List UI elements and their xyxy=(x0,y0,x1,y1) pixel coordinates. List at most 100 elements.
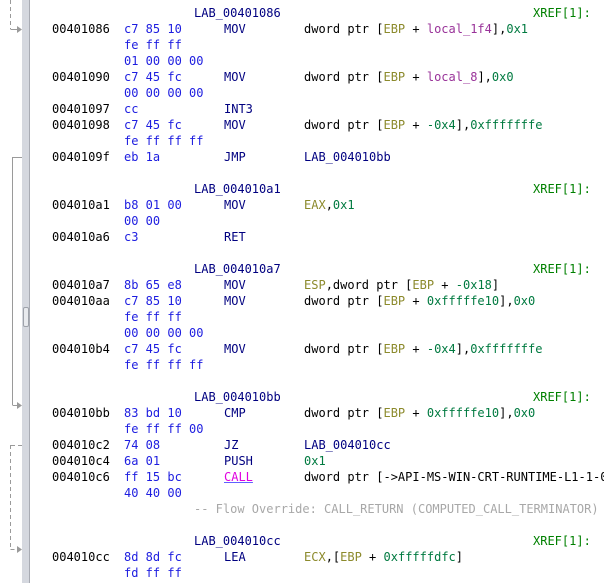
instruction-address[interactable]: 0040109f xyxy=(52,150,110,164)
instruction-mnemonic[interactable]: CMP xyxy=(224,405,246,421)
instruction-address[interactable]: 004010a7 xyxy=(52,278,110,292)
listing-line[interactable] xyxy=(31,165,604,181)
listing-line[interactable]: 00 00 00 00 xyxy=(31,85,604,101)
instruction-address[interactable]: 00401098 xyxy=(52,118,110,132)
operand-text: dword ptr [ xyxy=(304,22,384,36)
listing-line[interactable] xyxy=(31,373,604,389)
mnemonic-text: MOV xyxy=(224,118,246,132)
instruction-mnemonic[interactable]: RET xyxy=(224,229,246,245)
mnemonic-text: RET xyxy=(224,230,246,244)
mnemonic-text: MOV xyxy=(224,342,246,356)
scroll-thumb[interactable] xyxy=(23,307,29,327)
instruction-mnemonic[interactable]: MOV xyxy=(224,69,246,85)
listing-line[interactable]: 00 00 xyxy=(31,213,604,229)
instruction-address[interactable]: 004010c6 xyxy=(52,470,110,484)
xref-link[interactable]: XREF[1]: xyxy=(533,390,591,404)
listing-line[interactable]: 40 40 00 xyxy=(31,485,604,501)
instruction-operands: ESP,dword ptr [EBP + -0x18] xyxy=(304,277,499,293)
code-label[interactable]: LAB_004010cc xyxy=(194,534,281,548)
listing-line[interactable]: -- Flow Override: CALL_RETURN (COMPUTED_… xyxy=(31,501,604,517)
instruction-mnemonic[interactable]: JZ xyxy=(224,437,238,453)
operand-text: ] xyxy=(455,550,463,564)
instruction-address[interactable]: 004010c2 xyxy=(52,438,110,452)
code-label[interactable]: LAB_00401086 xyxy=(194,6,281,20)
label-line[interactable]: LAB_004010cc XREF[1]: xyxy=(31,533,604,549)
instruction-mnemonic[interactable]: PUSH xyxy=(224,453,253,469)
code-label[interactable]: LAB_004010a1 xyxy=(194,182,281,196)
instruction-mnemonic[interactable]: MOV xyxy=(224,197,246,213)
operand-label[interactable]: LAB_004010cc xyxy=(304,438,391,452)
listing-line[interactable]: 01 00 00 00 xyxy=(31,53,604,69)
operand-text: , xyxy=(325,198,333,212)
label-line[interactable]: LAB_004010a7 XREF[1]: xyxy=(31,261,604,277)
xref-link[interactable]: XREF[1]: xyxy=(533,262,591,276)
listing-line[interactable] xyxy=(31,517,604,533)
listing-line[interactable]: fe ff ff xyxy=(31,309,604,325)
instruction-address[interactable]: 004010b4 xyxy=(52,342,110,356)
operand-text: + xyxy=(405,406,427,420)
instruction-address[interactable]: 004010a1 xyxy=(52,198,110,212)
code-label[interactable]: LAB_004010bb xyxy=(194,390,281,404)
label-line[interactable]: LAB_004010a1 XREF[1]: xyxy=(31,181,604,197)
instruction-address[interactable]: 00401090 xyxy=(52,70,110,84)
listing-line[interactable]: fe ff ff ff xyxy=(31,357,604,373)
instruction-address[interactable]: 004010bb xyxy=(52,406,110,420)
operand-register: EBP xyxy=(383,118,406,132)
listing-line[interactable]: fe ff ff ff xyxy=(31,133,604,149)
instruction-address[interactable]: 00401086 xyxy=(52,22,110,36)
operand-local-variable[interactable]: local_1f4 xyxy=(426,22,492,36)
instruction-mnemonic[interactable]: JMP xyxy=(224,149,246,165)
mnemonic-text[interactable]: CALL xyxy=(224,470,253,484)
operand-scalar: 0xfffffffe xyxy=(470,342,543,356)
operand-label[interactable]: LAB_004010bb xyxy=(304,150,391,164)
code-label[interactable]: LAB_004010a7 xyxy=(194,262,281,276)
instruction-bytes: fe ff ff xyxy=(124,310,182,324)
listing-line[interactable]: 0040109f eb 1a JMP LAB_004010bb xyxy=(31,149,604,165)
instruction-bytes: eb 1a xyxy=(124,150,161,164)
instruction-mnemonic[interactable]: MOV xyxy=(224,117,246,133)
operand-text: ,[ xyxy=(325,550,341,564)
listing-line[interactable] xyxy=(31,245,604,261)
instruction-address[interactable]: 004010c4 xyxy=(52,454,110,468)
listing-line[interactable]: fe ff ff 00 xyxy=(31,421,604,437)
arrowhead-icon xyxy=(17,402,22,409)
xref-link[interactable]: XREF[1]: xyxy=(533,534,591,548)
label-line[interactable]: LAB_004010bb XREF[1]: xyxy=(31,389,604,405)
operand-local-variable[interactable]: local_8 xyxy=(426,70,478,84)
instruction-mnemonic[interactable]: LEA xyxy=(224,549,246,565)
instruction-address[interactable]: 00401097 xyxy=(52,102,110,116)
operand-register: EBP xyxy=(383,22,406,36)
instruction-mnemonic[interactable]: MOV xyxy=(224,341,246,357)
instruction-mnemonic[interactable]: MOV xyxy=(224,277,246,293)
instruction-mnemonic[interactable]: MOV xyxy=(224,21,246,37)
listing-line[interactable]: fd ff ff xyxy=(31,565,604,581)
xref-link[interactable]: XREF[1]: xyxy=(533,182,591,196)
instruction-mnemonic[interactable]: INT3 xyxy=(224,101,253,117)
arrowhead-icon xyxy=(17,546,22,553)
listing-line[interactable]: fe ff ff xyxy=(31,37,604,53)
instruction-address[interactable]: 004010aa xyxy=(52,294,110,308)
instruction-address[interactable]: 004010cc xyxy=(52,550,110,564)
instruction-mnemonic[interactable]: CALL xyxy=(224,469,253,485)
listing-line[interactable]: 00 00 00 00 xyxy=(31,325,604,341)
label-line[interactable]: LAB_00401086 XREF[1]: xyxy=(31,5,604,21)
xref-link[interactable]: XREF[1]: xyxy=(533,6,591,20)
mnemonic-text: LEA xyxy=(224,550,246,564)
instruction-address[interactable]: 004010a6 xyxy=(52,230,110,244)
instruction-mnemonic[interactable]: MOV xyxy=(224,293,246,309)
